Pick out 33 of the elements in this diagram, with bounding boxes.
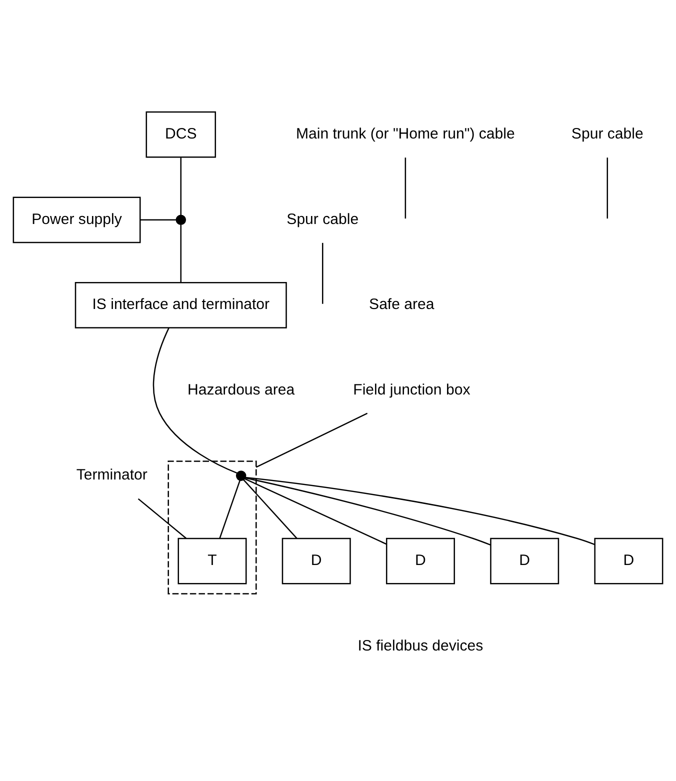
node-text: Spur cable bbox=[571, 125, 644, 142]
node-box: D bbox=[594, 538, 664, 584]
connector bbox=[243, 479, 298, 539]
connector bbox=[322, 242, 324, 304]
node-circle bbox=[176, 214, 186, 226]
connector bbox=[245, 477, 491, 546]
node-text: Spur cable bbox=[286, 210, 359, 228]
node-circle bbox=[236, 470, 246, 481]
connector bbox=[606, 158, 608, 219]
connector bbox=[256, 412, 368, 468]
label: Hazardous area bbox=[188, 381, 295, 398]
label: Safe area bbox=[369, 296, 434, 314]
connector bbox=[245, 476, 595, 546]
connector bbox=[140, 219, 176, 221]
connector bbox=[180, 224, 182, 282]
node-text: Main trunk (or "Home run") cable bbox=[296, 125, 515, 142]
node-box: D bbox=[282, 538, 351, 584]
node-box: DCS bbox=[146, 111, 216, 158]
node-box: Power supply bbox=[12, 196, 141, 244]
node-box: IS interface and terminator bbox=[74, 282, 287, 328]
label: IS fieldbus devices bbox=[358, 637, 484, 654]
connector bbox=[244, 478, 387, 545]
node-box: D bbox=[386, 538, 455, 584]
node-text: Terminator bbox=[76, 466, 148, 484]
cluster bbox=[168, 460, 257, 594]
connector bbox=[138, 498, 186, 539]
connector bbox=[152, 328, 238, 474]
node-box: D bbox=[490, 538, 560, 584]
connector bbox=[180, 158, 182, 216]
node-text: Field junction box bbox=[353, 381, 470, 398]
connector bbox=[219, 480, 241, 538]
connector bbox=[404, 158, 406, 219]
node-box: T bbox=[178, 538, 247, 584]
